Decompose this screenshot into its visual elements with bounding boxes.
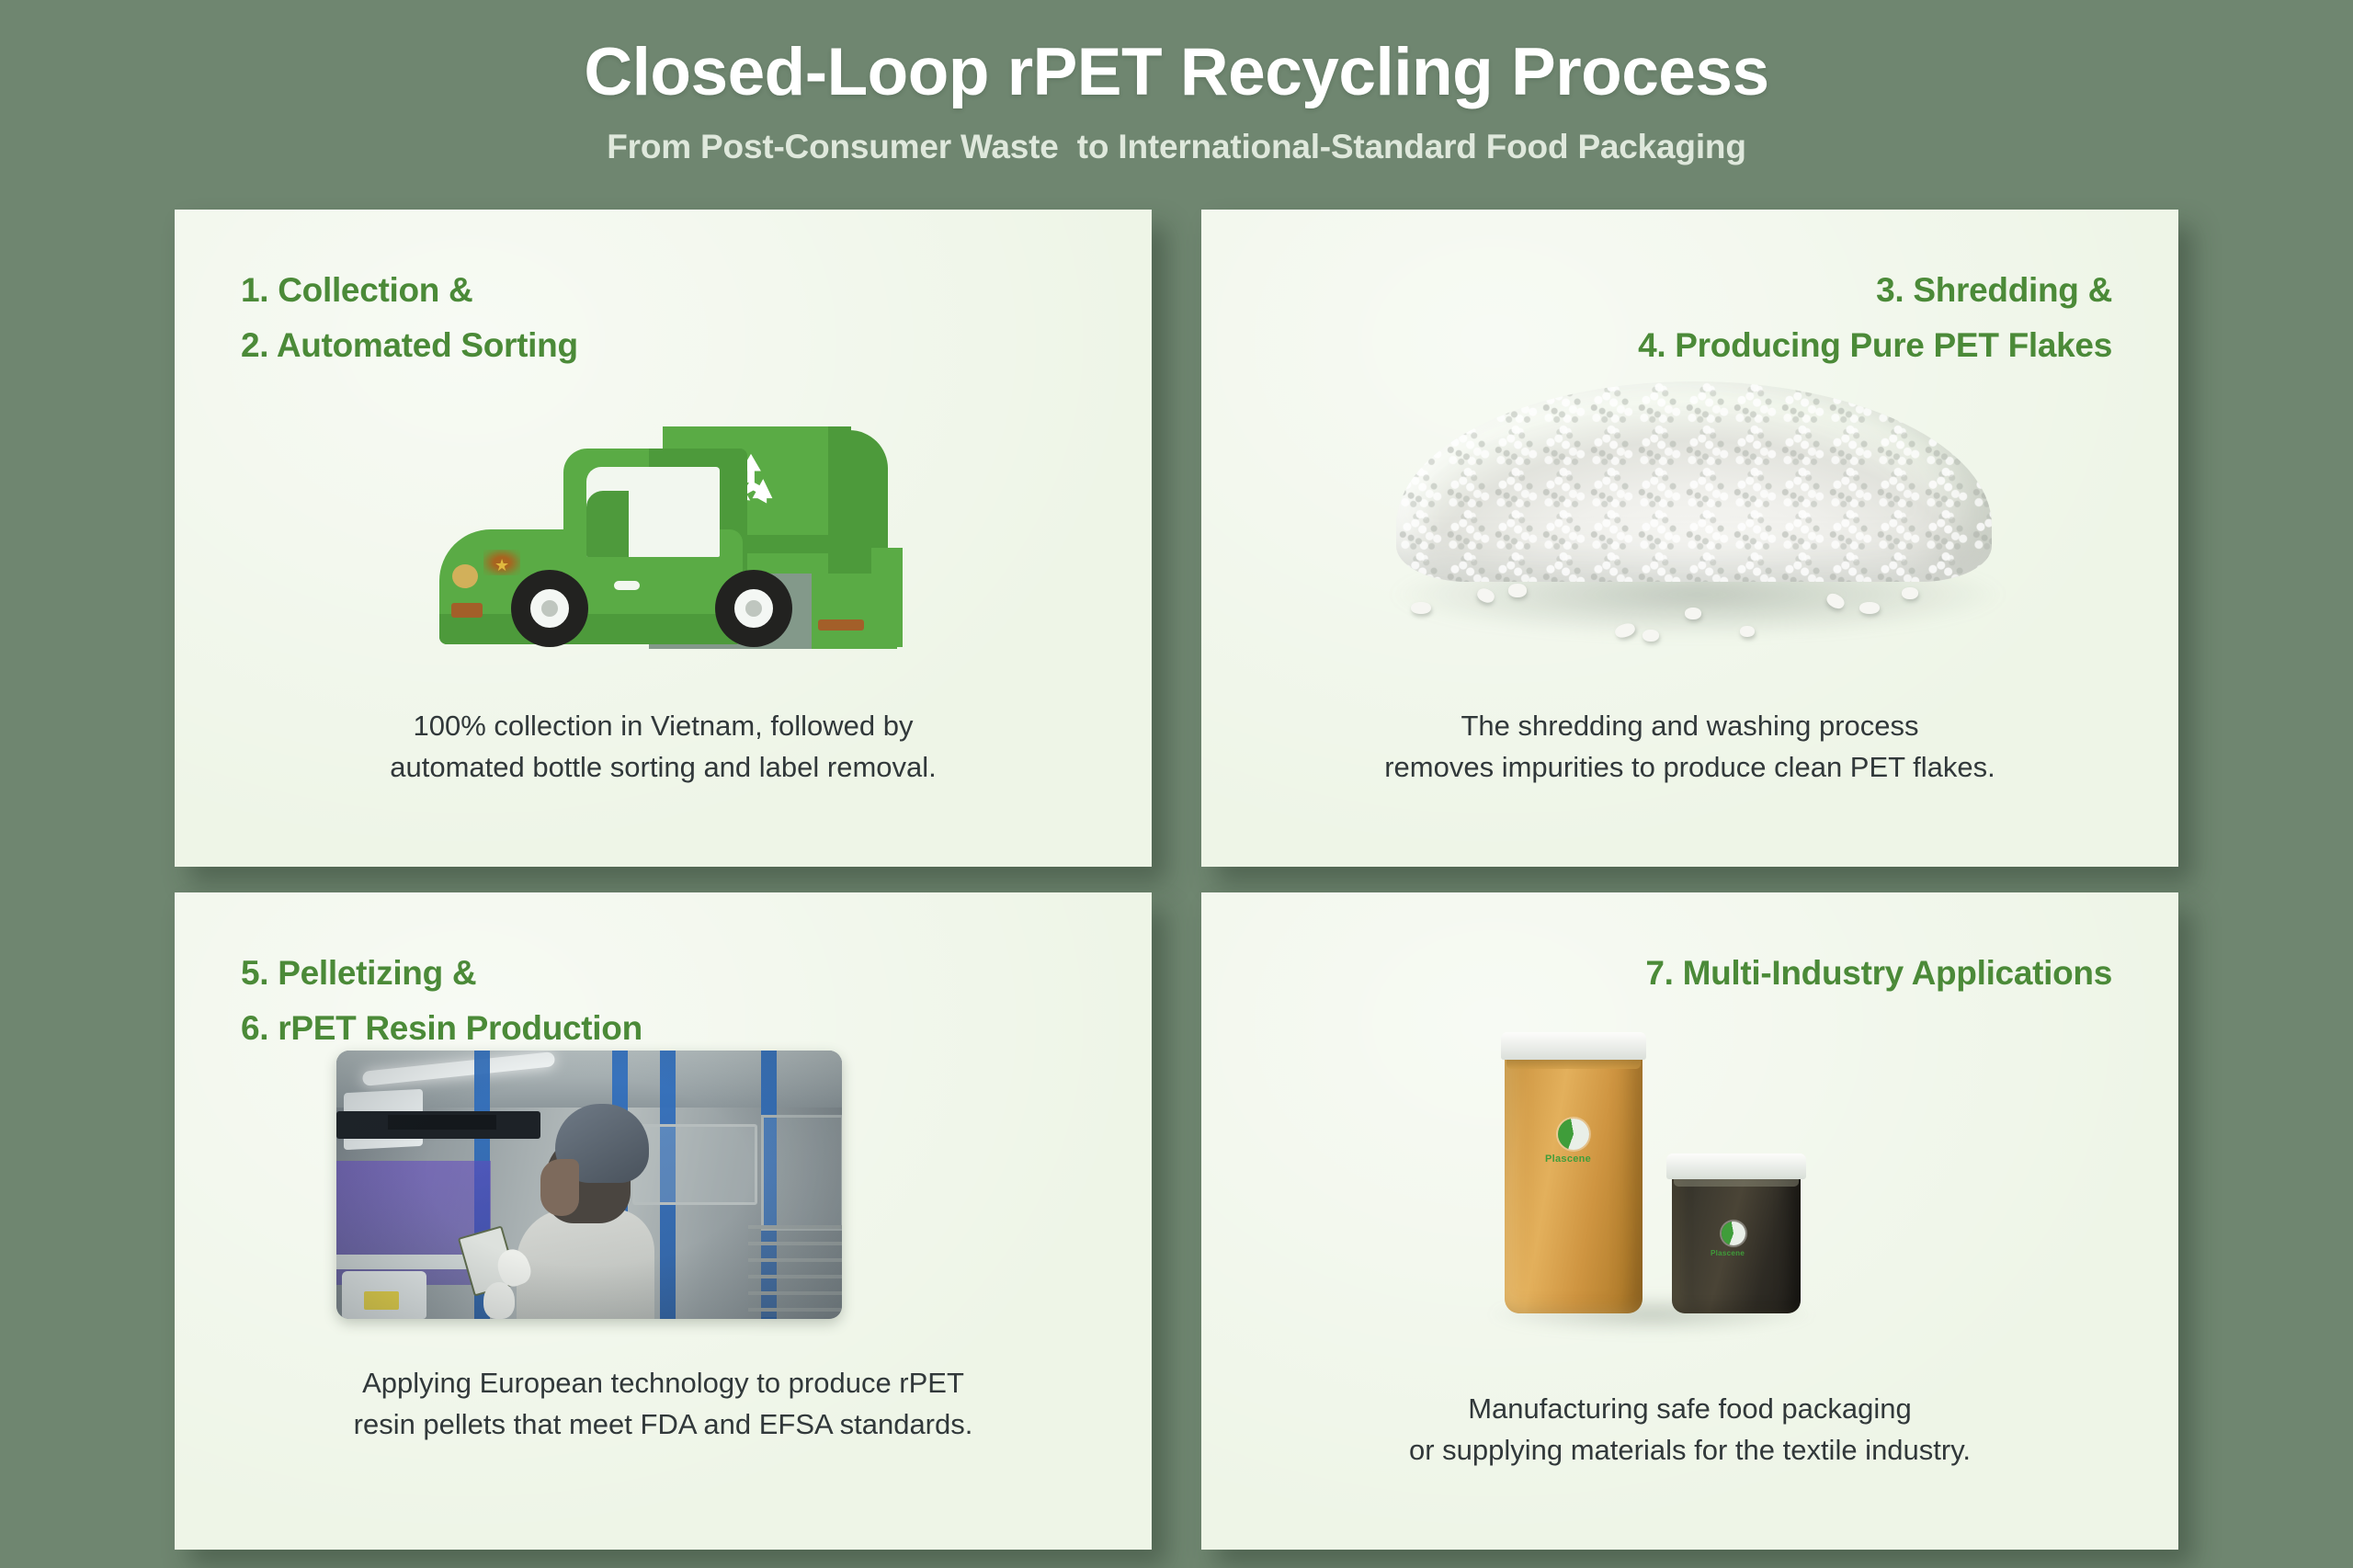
step-card-shredding-flakes[interactable]: 3. Shredding & 4. Producing Pure PET Fla… [1201,210,2178,867]
vietnam-flag-emblem [483,550,520,575]
recycling-truck-illustration: ★ Green recycling garbage truck with whi… [439,410,917,658]
brand-logo-icon [1722,1221,1745,1245]
card-heading-line: 4. Producing Pure PET Flakes [1638,325,2112,364]
card-caption-collection-sorting: 100% collection in Vietnam, followed by … [175,706,1152,788]
brand-logo-icon [1558,1119,1589,1150]
page-subtitle: From Post-Consumer Waste to Internationa… [607,127,1746,165]
card-caption-pelletizing-resin: Applying European technology to produce … [175,1363,1152,1445]
card-caption-line: or supplying materials for the textile i… [1408,1433,1972,1466]
card-caption-line: resin pellets that meet FDA and EFSA sta… [353,1407,973,1440]
media-alt-text: Two rPET jars with white lids, a tall am… [1477,1030,1478,1031]
factory-machine-cage [761,1115,842,1231]
stray-pellet [1411,602,1431,614]
card-caption-line: 100% collection in Vietnam, followed by [413,710,914,742]
card-caption-shredding-flakes: The shredding and washing process remove… [1201,706,2178,788]
truck-hub-front [530,589,569,628]
card-heading-line: 6. rPET Resin Production [241,1008,642,1047]
truck-tail-panel [871,548,903,647]
step-card-multi-industry-applications[interactable]: 7. Multi-Industry Applications Plascene … [1201,892,2178,1550]
card-heading-collection-sorting: 1. Collection & 2. Automated Sorting [241,263,578,373]
worker-face [540,1159,579,1216]
card-caption-line: removes impurities to produce clean PET … [1384,750,1995,783]
factory-blue-column [660,1051,676,1319]
truck-hub-rear [734,589,773,628]
photo-vignette [336,1051,842,1319]
card-heading-shredding-flakes: 3. Shredding & 4. Producing Pure PET Fla… [1638,263,2112,373]
star-icon: ★ [494,556,510,574]
factory-rail-mount [388,1115,496,1130]
stray-pellet [1740,626,1755,637]
card-heading-line: 2. Automated Sorting [241,325,578,364]
card-heading-line: 3. Shredding & [1876,271,2112,309]
card-heading-line: 5. Pelletizing & [241,954,477,992]
truck-rear-bumper [818,619,864,631]
card-heading-line: 1. Collection & [241,271,473,309]
factory-warning-label [364,1291,399,1310]
card-caption-line: Applying European technology to produce … [362,1367,964,1399]
media-alt-text: Green recycling garbage truck with white… [439,658,440,659]
brand-name-label: Plascene [1711,1249,1745,1257]
page-title: Closed-Loop rPET Recycling Process [584,35,1769,109]
stray-pellet [1643,630,1659,642]
worker-glove [483,1282,515,1319]
step-card-collection-sorting[interactable]: 1. Collection & 2. Automated Sorting [175,210,1152,867]
product-jars-photo: Plascene Plascene Two rPET jars with whi… [1477,1030,1826,1343]
factory-worker-photo: Factory worker wearing hairnet holding a… [336,1051,842,1319]
worker-body [517,1209,654,1319]
card-heading-line: 7. Multi-Industry Applications [1645,954,2112,992]
pellet-grain-texture [1396,381,1992,582]
jar-large-lid [1501,1032,1646,1060]
card-heading-multi-industry-applications: 7. Multi-Industry Applications [1645,946,2112,1001]
pet-pellet-pile-photo: Pile of white PET resin pellets with loo… [1339,361,2047,665]
stray-pellet [1902,587,1918,599]
jar-small-lid [1666,1153,1806,1179]
step-card-pelletizing-resin[interactable]: 5. Pelletizing & 6. rPET Resin Productio… [175,892,1152,1550]
truck-body-shade [439,614,743,644]
card-caption-multi-industry-applications: Manufacturing safe food packaging or sup… [1201,1389,2178,1471]
stray-pellet [1685,608,1701,619]
poster-header: Closed-Loop rPET Recycling Process From … [0,35,2353,167]
truck-headlight [452,564,478,588]
truck-window-tint [586,491,629,557]
stray-pellet [1508,584,1527,597]
card-caption-line: Manufacturing safe food packaging [1468,1392,1912,1425]
card-heading-pelletizing-resin: 5. Pelletizing & 6. rPET Resin Productio… [241,946,642,1056]
stray-pellet [1859,602,1880,614]
factory-rack [748,1225,842,1317]
brand-name-label: Plascene [1545,1153,1592,1165]
process-step-grid: 1. Collection & 2. Automated Sorting [175,210,2178,1550]
factory-machine-cage [632,1124,757,1205]
card-caption-line: The shredding and washing process [1461,710,1919,742]
truck-door-handle [614,581,640,590]
truck-front-bumper [451,603,483,618]
jar-large-amber [1505,1047,1643,1313]
card-caption-line: automated bottle sorting and label remov… [390,750,937,783]
